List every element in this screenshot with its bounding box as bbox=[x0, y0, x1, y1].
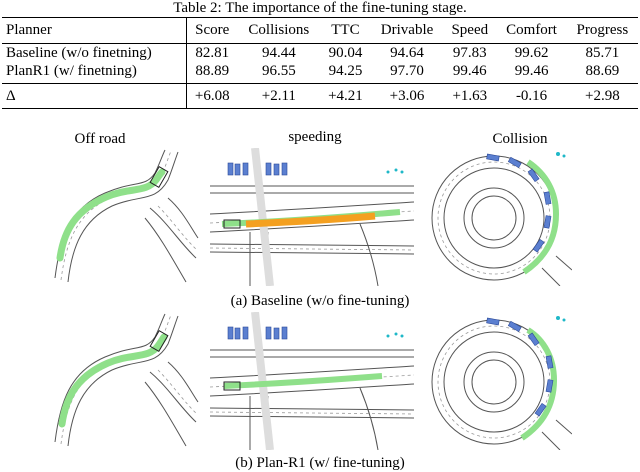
column-label-collision: Collision bbox=[492, 131, 548, 147]
table-cell: +2.11 bbox=[237, 83, 320, 109]
row-label: Baseline (w/o finetning) bbox=[2, 43, 187, 62]
table-cell: 94.44 bbox=[261, 44, 296, 61]
table-cell: 90.04 bbox=[328, 44, 363, 61]
panel-baseline-speeding bbox=[210, 148, 414, 286]
table-cell: 94.25 bbox=[319, 62, 371, 84]
row-label: PlanR1 (w/ finetning) bbox=[2, 62, 187, 84]
table-row-baseline: Baseline (w/o finetning) 82.81 94.44 90.… bbox=[2, 43, 638, 62]
table-cell: 82.81 bbox=[195, 44, 230, 61]
table-cell: 94.64 bbox=[390, 44, 424, 61]
header-planner: Planner bbox=[2, 17, 187, 44]
ego-vehicle bbox=[149, 166, 169, 188]
table-row-delta: Δ +6.08 +2.11 +4.21 +3.06 +1.63 -0.16 +2… bbox=[2, 83, 638, 109]
table-cell: 88.69 bbox=[566, 62, 638, 84]
header-progress: Progress bbox=[566, 17, 638, 44]
panel-planr1-off-road bbox=[50, 312, 200, 450]
column-label-off-road: Off road bbox=[74, 131, 126, 147]
panel-planr1-collision bbox=[424, 312, 572, 450]
trajectory-speeding bbox=[245, 212, 376, 228]
ego-vehicle bbox=[223, 219, 241, 229]
row-label-delta: Δ bbox=[2, 83, 187, 109]
header-score: Score bbox=[186, 17, 238, 44]
table-cell: 96.55 bbox=[237, 62, 320, 84]
panel-baseline-collision bbox=[424, 148, 572, 286]
table-cell: 99.46 bbox=[496, 62, 567, 84]
table-cell: 97.83 bbox=[452, 44, 487, 61]
table-cell: +4.21 bbox=[319, 83, 371, 109]
table-cell: 97.70 bbox=[370, 62, 444, 84]
trajectory-path bbox=[56, 168, 166, 262]
trajectory-good bbox=[223, 373, 383, 389]
table-header-row: Planner Score Collisions TTC Drivable Sp… bbox=[2, 17, 638, 44]
header-collisions: Collisions bbox=[237, 17, 320, 44]
header-speed: Speed bbox=[443, 17, 497, 44]
header-ttc: TTC bbox=[319, 17, 371, 44]
trajectory-path bbox=[58, 333, 168, 428]
table-cell: +1.63 bbox=[443, 83, 497, 109]
table-caption: Table 2: The importance of the fine-tuni… bbox=[173, 0, 467, 16]
agent-vehicles bbox=[227, 326, 288, 340]
panel-planr1-speeding bbox=[210, 312, 414, 450]
agent-vehicles bbox=[486, 153, 552, 253]
subcaption-baseline: (a) Baseline (w/o fine-tuning) bbox=[230, 293, 410, 309]
ego-vehicle bbox=[223, 381, 241, 391]
table-cell: 85.71 bbox=[585, 44, 620, 61]
table-cell: 99.46 bbox=[443, 62, 497, 84]
agent-vehicles bbox=[486, 317, 554, 417]
table-cell: 99.62 bbox=[514, 44, 549, 61]
trajectory-path bbox=[522, 159, 560, 275]
header-comfort: Comfort bbox=[496, 17, 567, 44]
ego-vehicle bbox=[149, 330, 169, 352]
table-cell: +3.06 bbox=[370, 83, 444, 109]
subcaption-planr1: (b) Plan-R1 (w/ fine-tuning) bbox=[235, 455, 405, 471]
panel-baseline-off-road bbox=[50, 148, 200, 286]
table-cell: -0.16 bbox=[496, 83, 567, 109]
table-row-planr1: PlanR1 (w/ finetning) 88.89 96.55 94.25 … bbox=[2, 62, 638, 84]
table-cell: +2.98 bbox=[566, 83, 638, 109]
table-cell: 88.89 bbox=[186, 62, 238, 84]
trajectory-path bbox=[520, 327, 558, 441]
table-cell: +6.08 bbox=[186, 83, 238, 109]
results-table: Planner Score Collisions TTC Drivable Sp… bbox=[2, 17, 638, 109]
header-drivable: Drivable bbox=[370, 17, 444, 44]
column-label-speeding: speeding bbox=[288, 129, 342, 145]
